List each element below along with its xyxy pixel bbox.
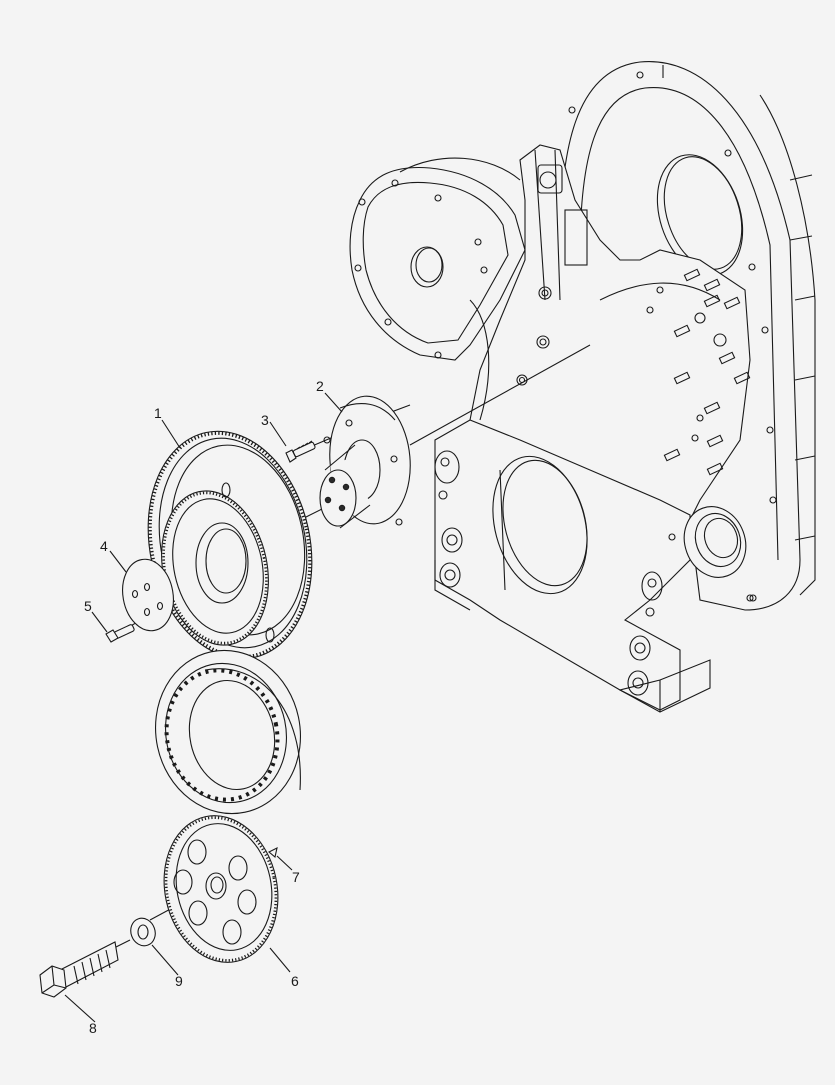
callout-2: 2 (316, 378, 324, 394)
callout-6: 6 (291, 973, 299, 989)
part-8-hex-bolt (39, 941, 119, 998)
part-9-washer (130, 917, 156, 947)
callout-9: 9 (175, 973, 183, 989)
part-1-idler-gear (147, 430, 313, 660)
part-7-key (268, 846, 278, 859)
ring-adapter (154, 649, 302, 815)
part-6-drive-gear (163, 815, 279, 963)
callout-4: 4 (100, 538, 108, 554)
part-4-thrust-plate (122, 558, 174, 632)
callout-1: 1 (154, 405, 162, 421)
part-2-idler-shaft (319, 395, 411, 529)
gear-housing (349, 61, 816, 713)
part-3-screw (285, 440, 316, 463)
callout-leaders (64, 392, 343, 1023)
part-5-screw (105, 624, 135, 643)
callout-3: 3 (261, 412, 269, 428)
callout-7: 7 (292, 869, 300, 885)
callout-5: 5 (84, 598, 92, 614)
callout-8: 8 (89, 1020, 97, 1036)
